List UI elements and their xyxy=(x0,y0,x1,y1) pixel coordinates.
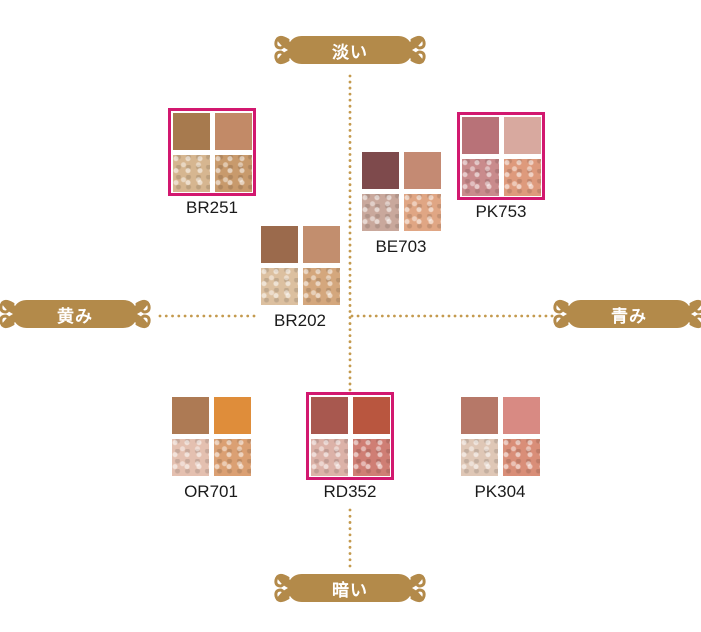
palette-swatch-grid xyxy=(357,147,445,235)
palette-swatch-grid xyxy=(168,108,256,196)
palette-code: BR202 xyxy=(274,311,326,330)
swatch-top-right xyxy=(215,113,252,150)
palette-swatch-grid xyxy=(256,221,344,309)
badge-right xyxy=(553,299,701,329)
swatch-top-left xyxy=(172,397,209,434)
swatch-top-right xyxy=(303,226,340,263)
swatch-top-left xyxy=(261,226,298,263)
swatch-bottom-right xyxy=(215,155,252,192)
palette-code: BE703 xyxy=(375,237,427,256)
palette-code: PK304 xyxy=(474,482,526,501)
axis-label-right: 青み xyxy=(611,306,647,327)
axis-label-left: 黄み xyxy=(57,306,93,327)
swatch-bottom-left xyxy=(362,194,399,231)
swatch-top-right xyxy=(353,397,390,434)
axis-dotted-lines xyxy=(158,74,554,568)
swatch-top-right xyxy=(404,152,441,189)
swatch-top-left xyxy=(311,397,348,434)
palette-swatch-grid xyxy=(167,392,255,480)
badge-top xyxy=(274,35,426,65)
swatch-top-right xyxy=(214,397,251,434)
swatch-bottom-right xyxy=(303,268,340,305)
swatch-top-right xyxy=(504,117,541,154)
swatch-bottom-right xyxy=(353,439,390,476)
swatch-bottom-right xyxy=(404,194,441,231)
swatch-bottom-left xyxy=(172,439,209,476)
swatch-bottom-left xyxy=(461,439,498,476)
swatch-bottom-right xyxy=(214,439,251,476)
swatch-bottom-right xyxy=(503,439,540,476)
swatch-top-left xyxy=(461,397,498,434)
swatch-top-left xyxy=(173,113,210,150)
swatch-top-right xyxy=(503,397,540,434)
palette-swatch-grid xyxy=(306,392,394,480)
axis-label-bottom: 暗い xyxy=(332,580,368,601)
badge-left xyxy=(0,299,151,329)
palette-code: BR251 xyxy=(186,198,238,217)
palette-code: OR701 xyxy=(184,482,238,501)
swatch-bottom-left xyxy=(462,159,499,196)
swatch-top-left xyxy=(462,117,499,154)
swatch-top-left xyxy=(362,152,399,189)
axis-label-top: 淡い xyxy=(332,42,368,63)
swatch-bottom-left xyxy=(311,439,348,476)
swatch-bottom-left xyxy=(261,268,298,305)
palette-code: RD352 xyxy=(323,482,377,501)
palette-swatch-grid xyxy=(457,112,545,200)
axis-badges xyxy=(0,35,701,603)
palette-swatch-grid xyxy=(456,392,544,480)
swatch-bottom-left xyxy=(173,155,210,192)
palette-code: PK753 xyxy=(475,202,527,221)
swatch-bottom-right xyxy=(504,159,541,196)
badge-bottom xyxy=(274,573,426,603)
